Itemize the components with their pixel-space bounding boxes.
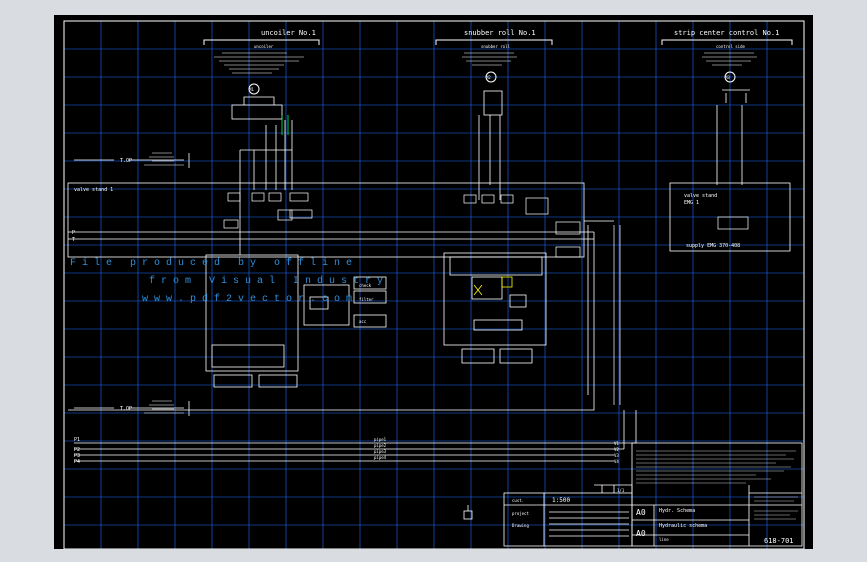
manifold-uncoiler [205,254,387,388]
edge-sub: control side [716,44,745,49]
t-line-label: T [72,237,75,243]
acc-label: acc [359,319,367,324]
section-uncoiler: uncoiler No.1 uncoiler M1 [203,29,320,95]
v2-label: V2 [614,447,619,452]
motor-m3-label: M3 [725,75,730,80]
check-label: check [359,283,372,288]
watermark-line-2: from Visual Industry [149,275,389,287]
valve-stand-1-box [67,182,585,258]
watermark-line-3: www.pdf2vector.com [142,293,358,305]
p2-label: P2 [74,447,80,453]
pipes-uncoiler [239,120,293,255]
rev-b: A0 [636,529,646,538]
pipes-edge [716,105,743,185]
top-notes [144,152,184,414]
motor-m2-symbol [485,71,497,83]
drawing-frame [63,20,805,549]
pressure-tank-lines [68,220,614,411]
spec-text-blocks [214,52,757,74]
edge-title: strip center control No.1 [674,29,779,37]
main-pipelines [74,410,637,462]
drawing-label: Drawing [512,523,529,528]
title-line-2: Hydraulic schema [659,523,707,529]
scale-value: 1:500 [552,497,570,504]
customer-label: cust. [512,498,524,503]
v1-label: V1 [614,441,619,446]
motor-m1-label: M1 [249,87,254,92]
actuators [231,89,750,120]
pipe4-label: pipe4 [374,455,387,460]
motor-m3-symbol [724,71,736,83]
snubber-title: snubber roll No.1 [464,29,536,37]
valve-stand-2-box [669,182,791,252]
p3-label: P3 [74,453,80,459]
pipe2-label: pipe2 [374,443,387,448]
project-label: project [512,511,529,516]
top-label-2: T.OP [120,406,132,412]
motor-m2-label: M2 [486,75,491,80]
valve-stand-2-label: valve stand [684,193,717,199]
filter-label: filter [359,297,374,302]
supply-label: supply EMG 370-408 [686,243,740,249]
uncoiler-sub: uncoiler [254,44,274,49]
drawing-number: 618-701 [764,537,794,545]
uncoiler-title: uncoiler No.1 [261,29,316,37]
title-line-1: Hydr. Schema [659,508,695,514]
title-block-notes [636,450,798,520]
section-snubber: snubber roll No.1 snubber roll M2 [435,29,553,83]
snubber-yellow-details [473,276,513,296]
project-name: line [659,537,669,542]
p1-label: P1 [74,437,80,443]
tank-symbol [463,505,473,520]
valve-stand-2-sub: EMG 1 [684,200,699,206]
watermark-line-1: File produced by offline [70,257,358,269]
title-block [503,442,803,547]
motor-m1-symbol [248,83,260,95]
pipes-snubber [478,115,501,200]
cad-drawing-viewport[interactable]: uncoiler No.1 uncoiler M1 snubber roll N… [54,15,813,549]
section-edge-control: strip center control No.1 control side M… [661,29,793,83]
snubber-sub: snubber roll [481,44,510,49]
rev-a: A0 [636,508,646,517]
valve-symbols [223,192,581,258]
top-label-1: T.OP [120,158,132,164]
v3-label: V3 [614,453,619,458]
top-lines [74,153,190,416]
edge-valve [717,216,749,230]
manifold-snubber [443,252,547,364]
pipe1-label: pipe1 [374,437,387,442]
edge-risers [613,225,621,405]
sheet-value: 1/1 [617,488,625,493]
valve-stand-1-label: valve stand 1 [74,187,113,193]
hydraulic-schematic-drawing[interactable]: uncoiler No.1 uncoiler M1 snubber roll N… [54,15,813,549]
p-line-label: P [72,230,75,236]
pipes-uncoiler-green [281,115,289,135]
pipe3-label: pipe3 [374,449,387,454]
p4-label: P4 [74,459,80,465]
v4-label: V4 [614,459,619,464]
